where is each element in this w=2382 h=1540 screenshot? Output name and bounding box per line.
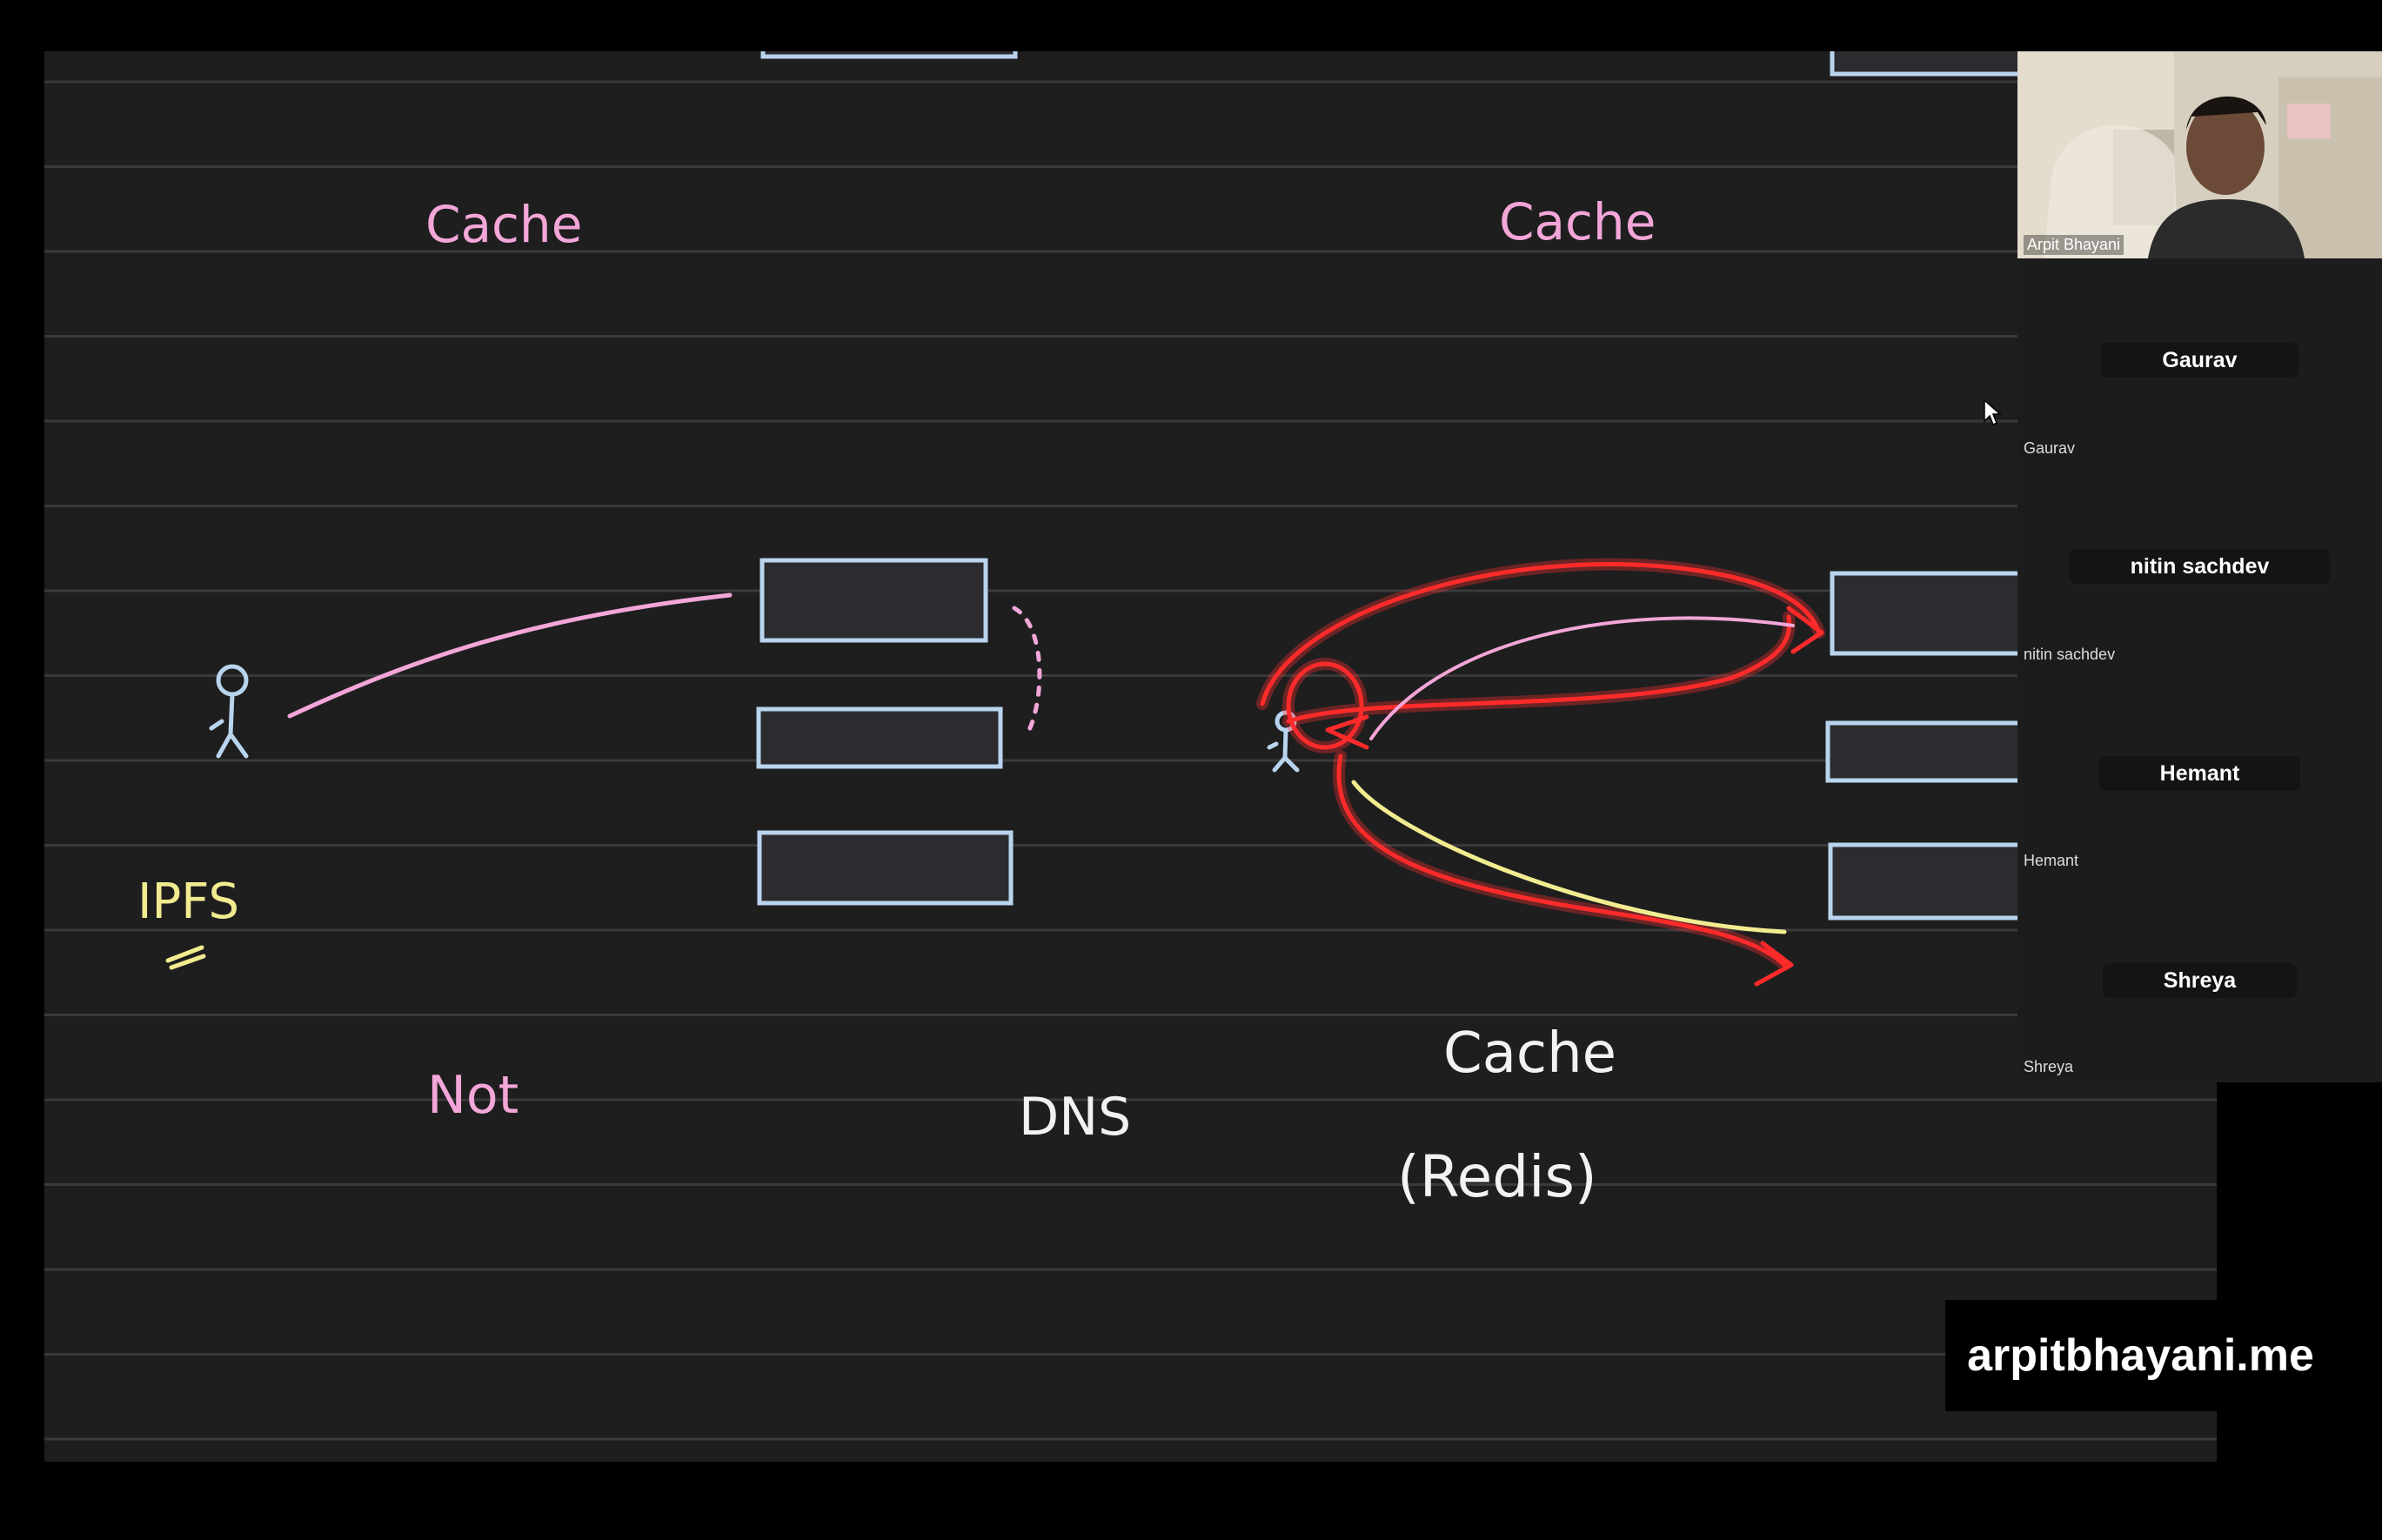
watermark-brand: arpitbhayani.me — [1945, 1300, 2336, 1411]
server-box-right-1 — [1830, 571, 2052, 656]
request-line-pink — [287, 593, 733, 719]
label-redis: (Redis) — [1397, 1143, 1597, 1210]
data-line-yellow — [1351, 780, 1787, 934]
label-cache-left: Cache — [425, 195, 583, 254]
participant-label: Gaurav — [2024, 439, 2076, 457]
user-figure-left — [209, 664, 249, 759]
label-ipfs: IPFS — [137, 874, 240, 930]
participant-name: Shreya — [2102, 963, 2298, 998]
mouse-cursor-icon — [1984, 398, 2002, 426]
server-box-right-2 — [1825, 720, 2052, 783]
arrow-head-box-3 — [1754, 941, 1794, 987]
speaker-name-label: Arpit Bhayani — [2024, 235, 2124, 255]
speaker-video-tile[interactable]: Arpit Bhayani — [2017, 51, 2382, 258]
participant-tile-hemant[interactable]: Hemant — [2017, 756, 2382, 791]
label-cache-bottom: Cache — [1443, 1021, 1617, 1086]
arrow-return-box-1 — [1286, 614, 1792, 724]
ipfs-underline — [165, 945, 206, 970]
label-dns: DNS — [1019, 1087, 1132, 1148]
dotted-arc — [1012, 606, 1042, 733]
arrow-to-box-1 — [1260, 562, 1822, 706]
whiteboard-drawing — [44, 51, 2217, 1441]
ruled-lines — [44, 80, 2217, 1441]
server-box-top-right — [1830, 51, 2044, 77]
arrow-head-box-1 — [1786, 606, 1824, 654]
label-not: Not — [427, 1065, 519, 1126]
whiteboard-canvas[interactable]: Cache Cache IPFS Not DNS Cache (Redis) — [44, 51, 2217, 1462]
speaker-video-frame — [2017, 51, 2382, 258]
participant-name: Gaurav — [2101, 343, 2298, 378]
participant-name: Hemant — [2098, 756, 2301, 791]
participant-label: nitin sachdev — [2024, 646, 2116, 663]
participant-label: Shreya — [2024, 1058, 2074, 1075]
participant-tile-gaurav[interactable]: Gaurav — [2017, 343, 2382, 378]
server-box-left-3 — [757, 830, 1014, 906]
request-arrows-red — [1256, 558, 1825, 987]
participant-tile-nitin-sachdev[interactable]: nitin sachdev — [2017, 549, 2382, 584]
participants-panel: Arpit Bhayani Gaurav Gaurav nitin sachde… — [2017, 51, 2382, 1082]
participant-tile-shreya[interactable]: Shreya — [2017, 963, 2382, 998]
participant-name: nitin sachdev — [2069, 549, 2331, 584]
label-cache-right: Cache — [1499, 192, 1656, 251]
return-curve-pink — [1369, 616, 1795, 740]
server-box-top-center — [760, 51, 1018, 59]
server-box-left-1 — [759, 558, 988, 643]
participant-label: Hemant — [2024, 852, 2079, 869]
server-box-left-2 — [756, 706, 1003, 769]
cache-circle — [1286, 661, 1364, 750]
arrow-to-box-3 — [1336, 753, 1787, 968]
